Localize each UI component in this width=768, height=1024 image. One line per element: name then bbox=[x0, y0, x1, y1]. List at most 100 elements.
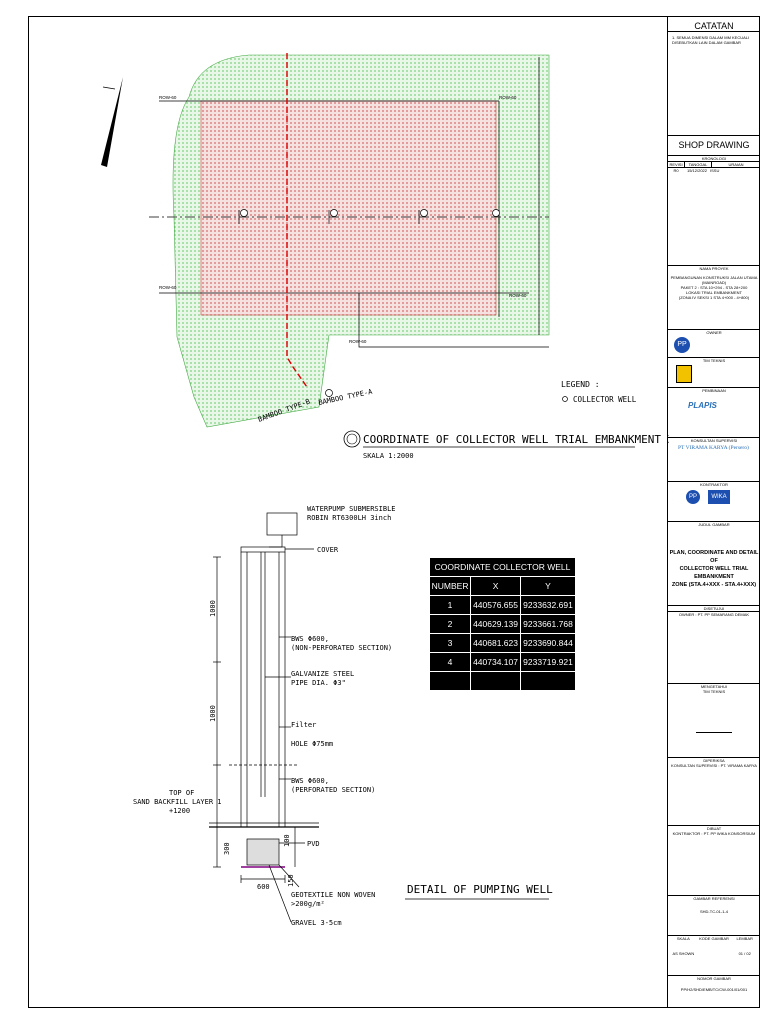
owner-label: OWNER bbox=[706, 330, 722, 335]
sand-label-2: SAND BACKFILL LAYER 1 bbox=[133, 798, 222, 806]
table-header: Y bbox=[519, 576, 577, 596]
tim-teknis-label: TIM TEKNIS bbox=[702, 358, 726, 363]
kronologi-label: KRONOLOGI bbox=[701, 156, 727, 161]
table-row bbox=[428, 671, 577, 691]
konsultan-label: KONSULTAN SUPERVISI bbox=[690, 438, 738, 443]
collector-well-legend-icon bbox=[562, 396, 568, 402]
col-uraian: URAIAN bbox=[728, 162, 744, 167]
project-line3: LOKASI TRIAL EMBANKMENT bbox=[685, 290, 742, 295]
pvd-label: PVD bbox=[307, 840, 320, 848]
drawing-title-3: ZONE (STA.4+XXX - STA.4+XXX) bbox=[671, 582, 757, 588]
drawing-sheet: ROW-60 ROW-60 ROW-60 ROW-60 ROW-60 BAMBO… bbox=[28, 16, 760, 1008]
plan-scale: SKALA 1:2000 bbox=[363, 452, 414, 460]
collector-well-markers bbox=[240, 209, 500, 397]
bws-perforated-label: BWS Φ600, bbox=[291, 777, 329, 785]
dibuat-label: DIBUAT bbox=[706, 826, 722, 831]
kontraktor-label: KONTRAKTOR bbox=[700, 482, 728, 487]
legend-title: LEGEND : bbox=[561, 380, 600, 389]
disetujui-by: OWNER : PT. PP SEMARANG DEMAK bbox=[668, 611, 760, 617]
hole-label: HOLE Φ75mm bbox=[291, 740, 333, 748]
bws-nonperforated-label: BWS Φ600, bbox=[291, 635, 329, 643]
detail-title: DETAIL OF PUMPING WELL bbox=[407, 883, 553, 896]
diperiksa-by: KONSULTAN SUPERVISI : PT. VIRAMA KARYA bbox=[671, 763, 757, 768]
north-arrow-icon bbox=[101, 77, 123, 167]
table-title: COORDINATE COLLECTOR WELL bbox=[429, 557, 576, 577]
plan-title-block: COORDINATE OF COLLECTOR WELL TRIAL EMBAN… bbox=[343, 430, 669, 460]
pump-label: WATERPUMP SUBMERSIBLE bbox=[307, 505, 396, 513]
col-tanggal: TANGGAL bbox=[685, 162, 712, 167]
notes-title: CATATAN bbox=[668, 21, 760, 32]
row-label: ROW-60 bbox=[349, 339, 367, 344]
bws-nonperforated-sub: (NON-PERFORATED SECTION) bbox=[291, 644, 392, 652]
col-revisi: REVISI bbox=[668, 162, 685, 167]
plan-title: COORDINATE OF COLLECTOR WELL TRIAL EMBAN… bbox=[363, 433, 669, 446]
pupr-logo-icon bbox=[676, 365, 692, 383]
gravel-label: GRAVEL 3-5cm bbox=[291, 919, 342, 927]
signature-line bbox=[696, 732, 732, 733]
plapis-logo: PLAPIS bbox=[688, 401, 717, 410]
notes-text: 1. SEMUA DIMENSI DALAM MM KECUALI DISEBU… bbox=[672, 35, 750, 45]
dibuat-by: KONTRAKTOR : PT. PP WIKA KONSORSIUM bbox=[672, 831, 756, 836]
cover-label: COVER bbox=[317, 546, 339, 554]
diperiksa-label: DIPERIKSA bbox=[703, 758, 725, 763]
drawing-title-1: PLAN, COORDINATE AND DETAIL OF bbox=[669, 550, 759, 564]
mengetahui-by: TIM TEKNIS bbox=[702, 689, 726, 694]
bws-perforated-sub: (PERFORATED SECTION) bbox=[291, 786, 375, 794]
legend-item: COLLECTOR WELL bbox=[573, 395, 637, 404]
kode-label: KODE GAMBAR bbox=[699, 936, 729, 941]
nomor-value: PP/H2/SHD/EMB/TC/CW-001/01/001 bbox=[680, 987, 748, 992]
lembar-value: 01 / 02 bbox=[738, 951, 751, 956]
project-label: NAMA PROYEK bbox=[699, 266, 729, 271]
project-line4: (ZONA IV SEKSI 1 STA 4+000 - 4+800) bbox=[678, 295, 750, 300]
rev-value: R0 bbox=[673, 168, 679, 173]
title-block: CATATAN 1. SEMUA DIMENSI DALAM MM KECUAL… bbox=[667, 17, 760, 1007]
row-label: ROW-60 bbox=[509, 293, 527, 298]
pumping-well-detail bbox=[209, 512, 319, 923]
dim-150: 150 bbox=[287, 874, 295, 887]
dim-1000-mid: 1000 bbox=[209, 705, 217, 722]
referensi-label: GAMBAR REFERENSI bbox=[693, 896, 735, 901]
geotextile-label: GEOTEXTILE NON WOVEN bbox=[291, 891, 375, 899]
pipe-label: GALVANIZE STEEL bbox=[291, 670, 354, 678]
project-line1: PEMBANGUNAN KONSTRUKSI JALAN UTAMA (MAIN… bbox=[670, 275, 758, 285]
dim-1000-top: 1000 bbox=[209, 600, 217, 617]
filter-label: Filter bbox=[291, 721, 316, 729]
row-label: ROW-60 bbox=[159, 95, 177, 100]
lembar-label: LEMBAR bbox=[736, 936, 753, 941]
skala-label: SKALA bbox=[676, 936, 690, 941]
date-value: 15/12/2022 bbox=[686, 168, 708, 173]
dim-100: 100 bbox=[283, 834, 291, 847]
table-header: NUMBER bbox=[428, 576, 472, 596]
row-label: ROW-60 bbox=[159, 285, 177, 290]
skala-value: AS SHOWN bbox=[672, 951, 695, 956]
dim-600: 600 bbox=[257, 883, 270, 891]
trial-zone-red bbox=[200, 100, 497, 316]
project-line2: PAKET 2 : STA 10+294 - STA 28+200 bbox=[680, 285, 748, 290]
dim-300: 300 bbox=[223, 842, 231, 855]
desc-value: ISSU bbox=[710, 168, 720, 173]
disetujui-label: DISETUJUI bbox=[703, 606, 725, 611]
wika-logo: WIKA bbox=[708, 490, 730, 504]
table-header: X bbox=[470, 576, 521, 596]
virama-logo: PT VIRAMA KARYA (Persero) bbox=[678, 445, 749, 451]
pp-logo: PP bbox=[674, 337, 690, 353]
sand-label-3: +1200 bbox=[169, 807, 190, 815]
drawing-canvas: ROW-60 ROW-60 ROW-60 ROW-60 ROW-60 BAMBO… bbox=[101, 53, 669, 927]
pump-model-label: ROBIN RT6300LH 3inch bbox=[307, 514, 391, 522]
pp-logo-small: PP bbox=[686, 490, 700, 504]
mengetahui-label: MENGETAHUI bbox=[700, 684, 728, 689]
pipe-dia-label: PIPE DIA. Φ3" bbox=[291, 679, 346, 687]
sand-label-1: TOP OF bbox=[169, 789, 194, 797]
nomor-label: NOMOR GAMBAR bbox=[697, 976, 731, 981]
referensi-value: SHD-TC-01-1-4 bbox=[699, 909, 728, 914]
drawing-title-2: COLLECTOR WELL TRIAL EMBANKMENT bbox=[679, 566, 749, 580]
red-axis-line bbox=[286, 53, 308, 388]
geotextile-weight-label: >200g/m² bbox=[291, 900, 325, 908]
row-label: ROW-60 bbox=[499, 95, 517, 100]
judul-label: JUDUL GAMBAR bbox=[698, 522, 730, 527]
